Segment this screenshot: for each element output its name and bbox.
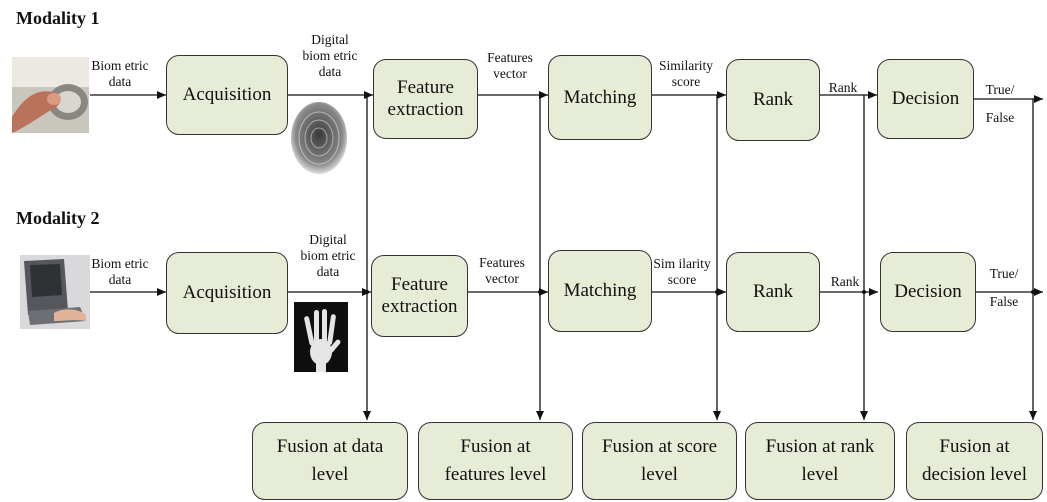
- m2-rank-box: Rank: [726, 252, 820, 332]
- m1-rank-box: Rank: [726, 59, 820, 141]
- m1-feature-extraction-box: Feature extraction: [373, 59, 478, 139]
- hand-scanner-photo-icon: [20, 255, 90, 329]
- modality-1-title: Modality 1: [16, 8, 100, 28]
- m2-decision-box: Decision: [880, 252, 976, 332]
- m1-decision-box: Decision: [877, 59, 974, 139]
- m1-features-label: Features vector: [487, 50, 533, 81]
- fusion-score-level-box: Fusion at score level: [582, 422, 737, 500]
- m2-matching-box: Matching: [548, 250, 652, 332]
- hand-xray-image-icon: [294, 302, 348, 372]
- fusion-decision-level-box: Fusion at decision level: [906, 422, 1043, 500]
- fusion-features-level-box: Fusion at features level: [418, 422, 573, 500]
- m1-acquisition-box: Acquisition: [166, 55, 288, 135]
- m2-acquisition-box: Acquisition: [166, 252, 288, 334]
- modality-2-title: Modality 2: [16, 208, 100, 228]
- m1-output-label: True/ False: [985, 82, 1015, 125]
- m1-similarity-label: Similarity score: [659, 58, 713, 89]
- fusion-data-level-box: Fusion at data level: [252, 422, 408, 500]
- fingerprint-scanner-photo-icon: [12, 57, 89, 133]
- m2-similarity-label: Sim ilarity score: [653, 256, 711, 287]
- m1-rank-label: Rank: [828, 80, 858, 95]
- m2-output-label: True/ False: [989, 266, 1019, 309]
- m2-digital-label: Digital biom etric data: [300, 232, 356, 279]
- m2-feature-extraction-box: Feature extraction: [371, 255, 468, 337]
- m1-matching-box: Matching: [548, 55, 652, 140]
- m2-features-label: Features vector: [479, 255, 525, 286]
- m1-digital-label: Digital biom etric data: [302, 32, 358, 79]
- m2-input-label: Biom etric data: [91, 256, 149, 287]
- fusion-rank-level-box: Fusion at rank level: [745, 422, 895, 500]
- fingerprint-image-icon: [288, 100, 350, 176]
- m1-input-label: Biom etric data: [91, 58, 149, 89]
- m2-rank-label: Rank: [830, 274, 860, 289]
